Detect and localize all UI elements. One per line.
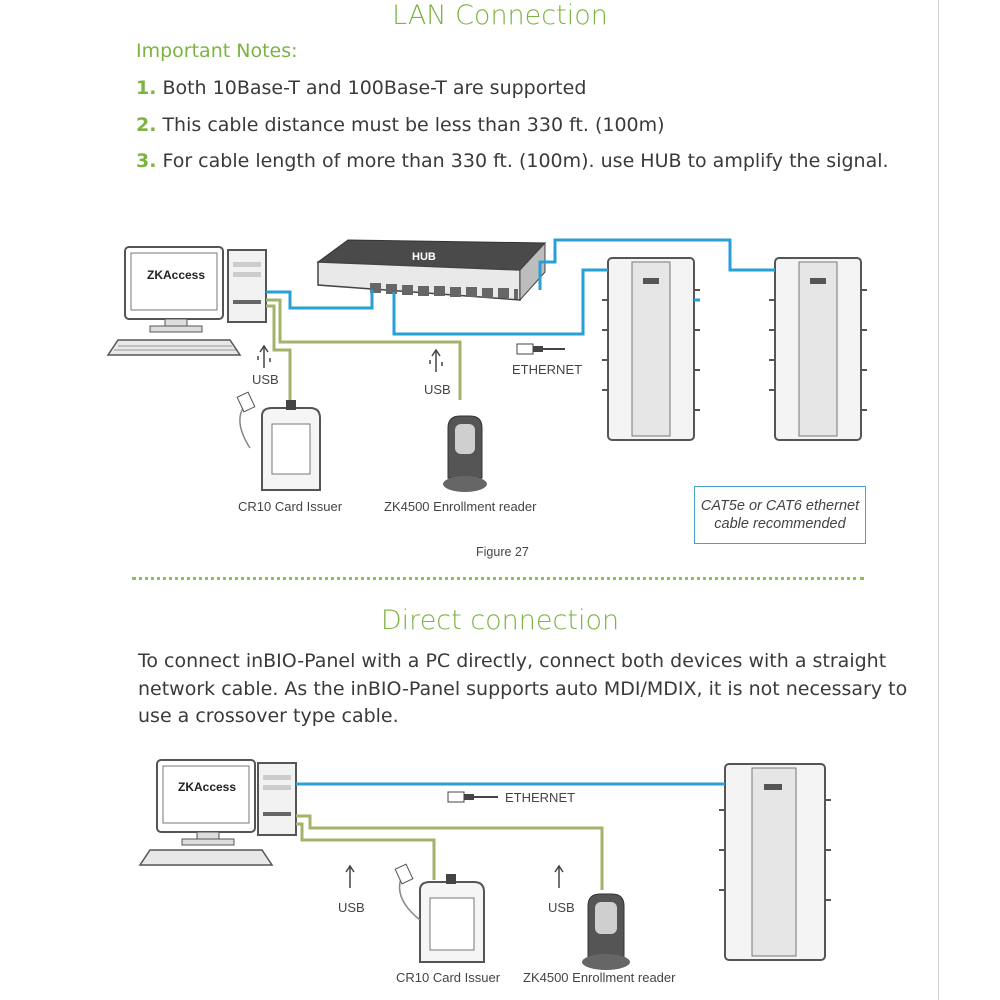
section-title-direct: Direct connection <box>380 605 620 636</box>
reader-label: ZK4500 Enrollment reader <box>523 970 676 985</box>
brand-logo: ZKAccess <box>178 780 237 794</box>
notes-heading: Important Notes: <box>136 40 298 62</box>
pc-monitor-icon <box>156 759 256 846</box>
pc-monitor-icon <box>124 246 224 333</box>
note-text: Both 10Base-T and 100Base-T are supporte… <box>162 77 587 99</box>
note-text: This cable distance must be less than 33… <box>162 114 665 136</box>
card-issuer-label: CR10 Card Issuer <box>396 970 501 985</box>
note-number: 2. <box>136 114 157 136</box>
brand-logo: ZKAccess <box>147 268 206 282</box>
enrollment-reader-device-icon <box>582 893 630 970</box>
usb-cables <box>296 814 604 890</box>
note-number: 1. <box>136 77 157 99</box>
reader-label: ZK4500 Enrollment reader <box>384 499 537 514</box>
keyboard-icon <box>106 339 242 356</box>
section-title-lan: LAN Connection <box>392 0 608 31</box>
paragraph-line: network cable. As the inBIO-Panel suppor… <box>138 677 908 700</box>
usb-label: USB <box>424 382 451 397</box>
pc-tower-icon <box>257 762 297 836</box>
enrollment-reader-device-icon <box>443 415 487 492</box>
ethernet-cables <box>266 238 775 336</box>
usb-label: USB <box>252 372 279 387</box>
cable-note-line: CAT5e or CAT6 ethernet <box>700 498 860 514</box>
ethernet-plug-icon <box>447 791 498 803</box>
note-text: For cable length of more than 330 ft. (1… <box>162 150 889 172</box>
hub-label: HUB <box>412 251 436 263</box>
cable-note-line: cable recommended <box>714 516 846 532</box>
inbio-panel-icon <box>719 763 831 961</box>
figure-caption: Figure 27 <box>476 545 529 559</box>
note-number: 3. <box>136 150 157 172</box>
direct-connection-paragraph: To connect inBIO-Panel with a PC directl… <box>138 648 908 731</box>
usb-label: USB <box>338 900 365 915</box>
inbio-panel-1-icon <box>602 257 700 441</box>
ethernet-label: ETHERNET <box>512 362 583 377</box>
inbio-panel-2-icon <box>769 257 867 441</box>
usb-symbol-icon <box>429 348 443 372</box>
keyboard-icon <box>138 849 274 866</box>
ethernet-plug-icon <box>516 343 565 355</box>
cable-recommendation-box: CAT5e or CAT6 ethernet cable recommended <box>694 486 866 544</box>
ethernet-label: ETHERNET <box>505 790 576 805</box>
note-item-3: 3.For cable length of more than 330 ft. … <box>136 150 889 172</box>
note-item-2: 2.This cable distance must be less than … <box>136 114 665 136</box>
paragraph-line: use a crossover type cable. <box>138 705 399 727</box>
usb-symbol-icon <box>257 344 271 368</box>
card-issuer-device-icon <box>394 863 485 963</box>
page-edge-rule <box>938 0 939 1000</box>
hub-device-icon <box>316 239 547 302</box>
note-item-1: 1.Both 10Base-T and 100Base-T are suppor… <box>136 77 586 99</box>
usb-symbol-icon <box>554 864 564 888</box>
usb-symbol-icon <box>345 864 355 888</box>
section-divider <box>132 577 864 580</box>
usb-label: USB <box>548 900 575 915</box>
paragraph-line: To connect inBIO-Panel with a PC directl… <box>138 650 887 672</box>
pc-tower-icon <box>227 249 267 323</box>
card-issuer-device-icon <box>236 391 321 491</box>
card-issuer-label: CR10 Card Issuer <box>238 499 343 514</box>
usb-cables <box>266 298 462 400</box>
